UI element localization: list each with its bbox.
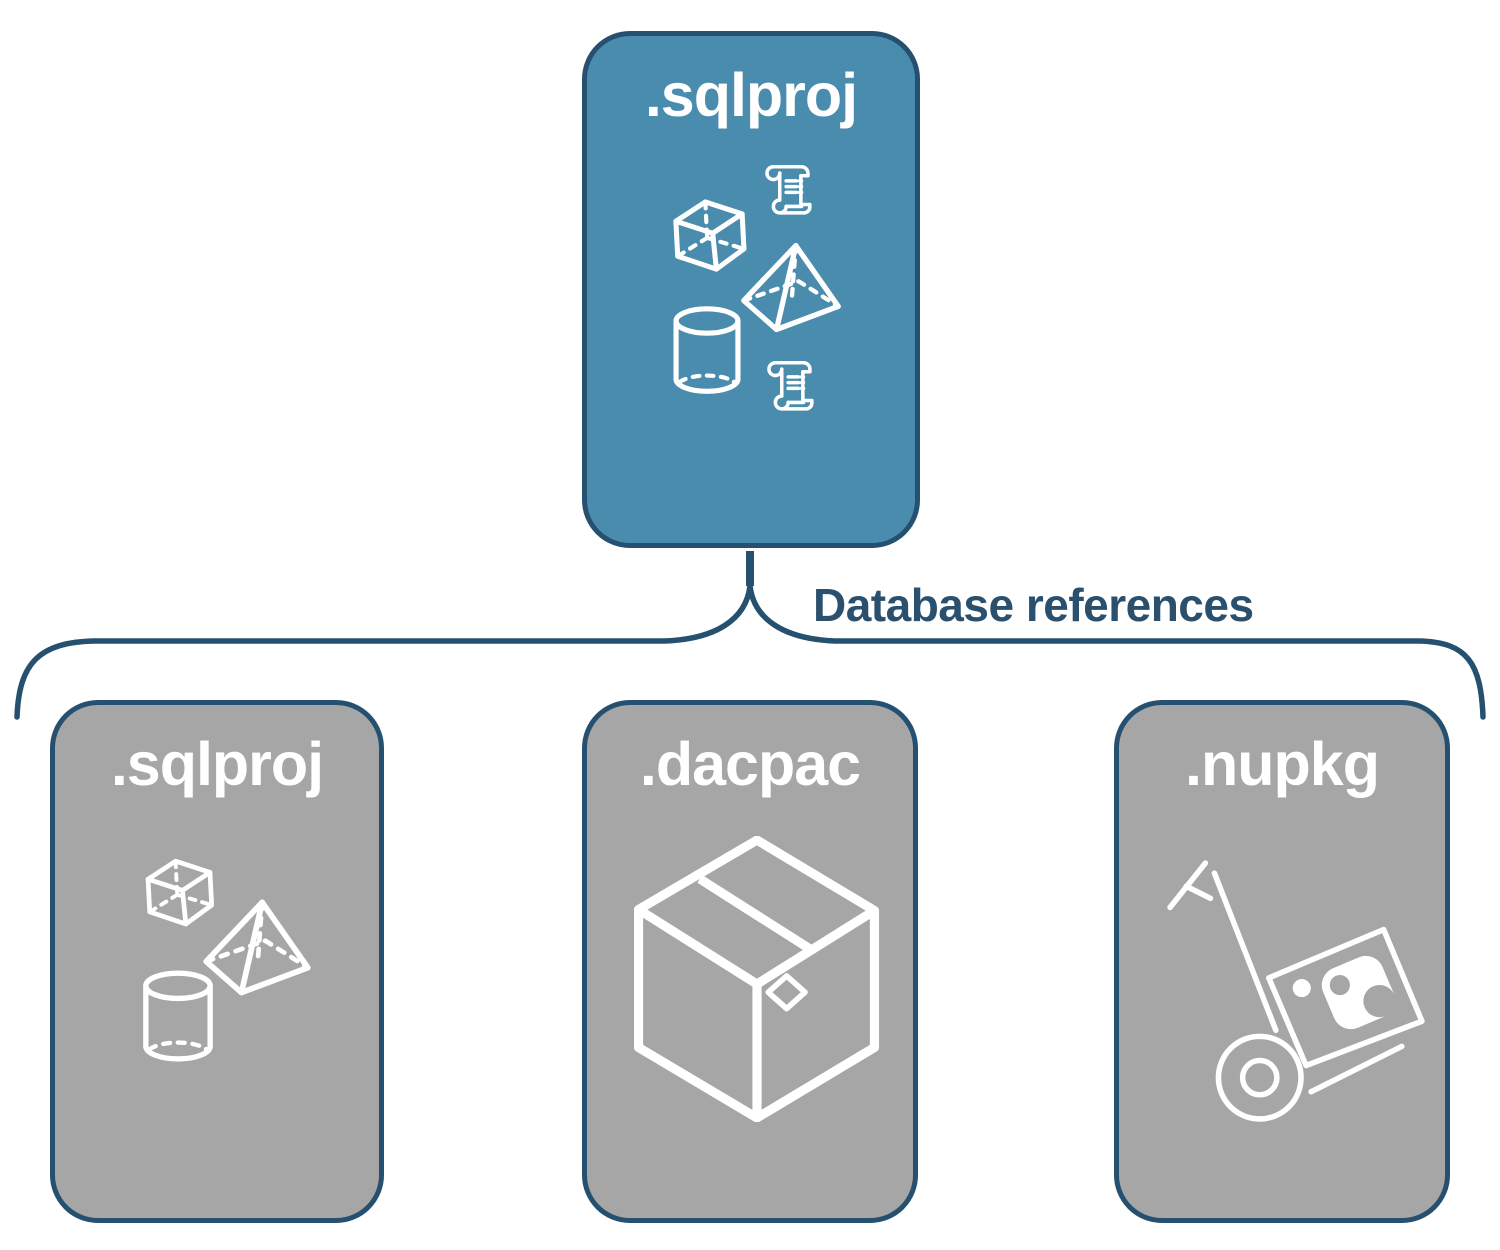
cylinder-icon	[140, 970, 216, 1064]
node-child-title: .nupkg	[1185, 730, 1380, 798]
cylinder-icon	[670, 306, 744, 396]
node-child-dacpac: .dacpac	[582, 700, 918, 1223]
package-box-icon	[634, 836, 880, 1122]
hand-truck-package-icon	[1158, 853, 1432, 1127]
node-child-title: .dacpac	[639, 730, 861, 798]
node-child-nupkg: .nupkg	[1114, 700, 1450, 1223]
scroll-icon	[758, 160, 822, 226]
connector-label: Database references	[813, 579, 1254, 631]
node-child-title: .sqlproj	[110, 730, 324, 798]
pyramid-icon	[200, 896, 314, 1002]
scroll-icon	[760, 356, 824, 422]
pyramid-icon	[738, 240, 844, 338]
node-root-title: .sqlproj	[644, 61, 858, 129]
node-child-sqlproj: .sqlproj	[50, 700, 384, 1223]
node-root-sqlproj: .sqlproj	[582, 31, 920, 548]
